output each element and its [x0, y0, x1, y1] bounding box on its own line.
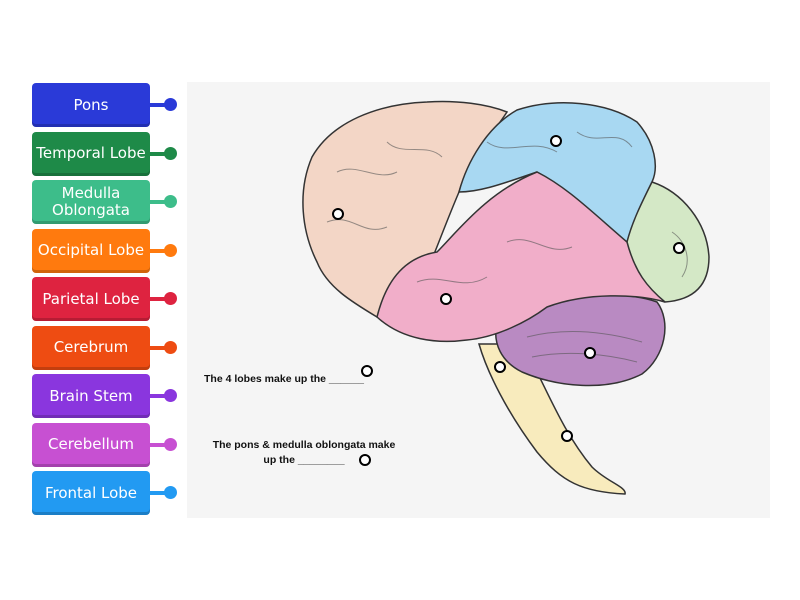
hotspot-brain-stem[interactable] [359, 454, 371, 466]
question-cerebrum: The 4 lobes make up the ______ [204, 373, 364, 385]
label-tile-text: Frontal Lobe [44, 483, 138, 502]
label-tile[interactable]: Pons [32, 83, 150, 127]
gyri-lines [326, 131, 688, 363]
connector-dot[interactable] [164, 98, 177, 111]
label-tile[interactable]: Frontal Lobe [32, 471, 150, 515]
connector-dot[interactable] [164, 292, 177, 305]
label-tile-text: Medulla Oblongata [52, 184, 130, 219]
label-tile[interactable]: Brain Stem [32, 374, 150, 418]
label-tile-text: Parietal Lobe [42, 289, 140, 308]
hotspot-cerebrum[interactable] [361, 365, 373, 377]
connector-line [150, 297, 166, 301]
label-tile-text: Brain Stem [49, 386, 133, 405]
label-tile-text: Temporal Lobe [36, 144, 146, 162]
connector-line [150, 442, 166, 447]
label-tile-text: Cerebrum [53, 338, 129, 356]
connector-dot[interactable] [164, 146, 177, 160]
label-tile-text: Occipital Lobe [37, 241, 145, 259]
hotspot-pons[interactable] [494, 361, 506, 373]
label-tile[interactable]: Parietal Lobe [32, 277, 150, 321]
connector-dot[interactable] [164, 389, 177, 402]
hotspot-temporal[interactable] [440, 293, 452, 305]
question-line: The pons & medulla oblongata make [212, 439, 396, 451]
question-line: up the ________ [263, 454, 345, 466]
connector-dot[interactable] [164, 437, 177, 451]
hotspot-frontal[interactable] [332, 208, 344, 220]
connector-line [150, 248, 166, 253]
connector-line [150, 151, 166, 156]
label-tile-text: Cerebellum [48, 435, 134, 453]
connector-line [150, 200, 166, 204]
diagram-board: The 4 lobes make up the ______ The pons … [187, 82, 770, 518]
label-tile-text: Pons [73, 95, 109, 114]
connector-line [150, 394, 166, 398]
connector-dot[interactable] [164, 340, 177, 354]
brain-diagram [302, 100, 710, 495]
hotspot-occipital[interactable] [673, 242, 685, 254]
hotspot-medulla[interactable] [561, 430, 573, 442]
hotspot-parietal[interactable] [550, 135, 562, 147]
label-tile[interactable]: Occipital Lobe [32, 228, 150, 273]
connector-dot[interactable] [164, 486, 177, 499]
label-tile[interactable]: Cerebrum [32, 325, 150, 370]
label-tile[interactable]: Cerebellum [32, 422, 150, 467]
connector-line [150, 345, 166, 350]
label-tile[interactable]: Medulla Oblongata [32, 180, 150, 224]
connector-dot[interactable] [164, 243, 177, 257]
question-brain-stem: The pons & medulla oblongata make up the… [204, 438, 404, 468]
connector-line [150, 491, 166, 495]
label-tile[interactable]: Temporal Lobe [32, 131, 150, 176]
hotspot-cerebellum[interactable] [584, 347, 596, 359]
connector-dot[interactable] [164, 195, 177, 208]
brain-stem [478, 343, 626, 495]
connector-line [150, 103, 166, 107]
